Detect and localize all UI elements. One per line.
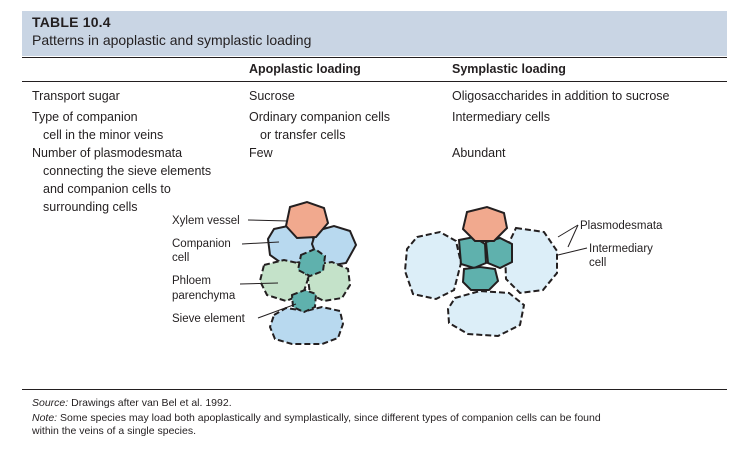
xylem-vessel-cell bbox=[284, 200, 330, 240]
row-label-line: Number of plasmodesmata bbox=[32, 146, 183, 160]
note-label: Note: bbox=[32, 412, 58, 424]
cell-apoplastic-transport-sugar: Sucrose bbox=[249, 87, 295, 105]
xylem-vessel-cell bbox=[461, 205, 509, 242]
footer-rule bbox=[22, 389, 727, 390]
row-label-line: cell in the minor veins bbox=[43, 128, 164, 142]
sieve-element-cell-lower bbox=[268, 305, 345, 345]
cell-symplastic-companion-cell-type: Intermediary cells bbox=[452, 108, 550, 126]
cell-symplastic-transport-sugar: Oligosaccharides in addition to sucrose bbox=[452, 87, 669, 105]
label-phloem-parenchyma-line1: Phloem bbox=[172, 275, 211, 287]
sieve-element-cell bbox=[461, 265, 500, 291]
sieve-element-cell-upper bbox=[296, 247, 327, 278]
cell-apoplastic-companion-cell-type: Ordinary companion cells or transfer cel… bbox=[249, 108, 390, 144]
table-number: TABLE 10.4 bbox=[32, 14, 111, 30]
label-companion-cell-line1: Companion bbox=[172, 238, 231, 250]
row-label-line: Transport sugar bbox=[32, 89, 120, 103]
loading-diagrams: Xylem vessel Companion cell Phloem paren… bbox=[172, 200, 663, 345]
bottom-cell bbox=[446, 289, 526, 338]
column-header-symplastic: Symplastic loading bbox=[452, 62, 566, 76]
table-frame: TABLE 10.4 Patterns in apoplastic and sy… bbox=[22, 11, 727, 444]
note-line: Some species may load both apoplasticall… bbox=[57, 412, 601, 424]
label-plasmodesmata: Plasmodesmata bbox=[580, 220, 663, 232]
source-text: Drawings after van Bel et al. 1992. bbox=[68, 397, 232, 409]
cell-line: Abundant bbox=[452, 146, 506, 160]
row-label-line: connecting the sieve elements bbox=[43, 164, 212, 178]
intermediary-cell-left bbox=[403, 230, 463, 301]
apoplastic-diagram bbox=[258, 200, 358, 345]
note-line: within the veins of a single species. bbox=[32, 424, 197, 437]
leader-plasmodesmata-1 bbox=[557, 224, 579, 238]
leader-plasmodesmata-2 bbox=[567, 224, 579, 248]
leader-xylem bbox=[247, 219, 289, 222]
sieve-element-cell-middle bbox=[290, 288, 318, 314]
column-rule bbox=[22, 81, 727, 82]
source-label: Source: bbox=[32, 397, 69, 409]
companion-cell-right bbox=[484, 236, 513, 270]
cell-line: Sucrose bbox=[249, 89, 295, 103]
leader-companion bbox=[241, 241, 280, 245]
label-sieve-element: Sieve element bbox=[172, 313, 246, 325]
cell-line: Oligosaccharides in addition to sucrose bbox=[452, 89, 670, 103]
leader-sieve bbox=[257, 303, 297, 319]
cell-apoplastic-plasmodesmata-number: Few bbox=[249, 144, 273, 162]
row-label-plasmodesmata-number: Number of plasmodesmata connecting the s… bbox=[32, 144, 211, 216]
cell-line: Intermediary cells bbox=[452, 110, 550, 124]
label-xylem-vessel: Xylem vessel bbox=[172, 215, 240, 227]
row-label-transport-sugar: Transport sugar bbox=[32, 87, 120, 105]
phloem-parenchyma-cell-left bbox=[258, 258, 310, 303]
row-label-line: surrounding cells bbox=[43, 200, 138, 214]
header-rule bbox=[22, 57, 727, 58]
label-companion-cell-line2: cell bbox=[172, 252, 189, 264]
row-label-companion-cell-type: Type of companion cell in the minor vein… bbox=[32, 108, 163, 144]
leader-phloem bbox=[239, 282, 279, 285]
table-title: Patterns in apoplastic and symplastic lo… bbox=[32, 32, 312, 48]
cell-line: or transfer cells bbox=[260, 128, 346, 142]
label-phloem-parenchyma-line2: parenchyma bbox=[172, 290, 236, 302]
column-header-apoplastic: Apoplastic loading bbox=[249, 62, 361, 76]
label-intermediary-cell-line2: cell bbox=[589, 257, 606, 269]
footer-source: Source: Drawings after van Bel et al. 19… bbox=[32, 397, 232, 410]
symplastic-leaders bbox=[557, 224, 588, 256]
cell-line: Few bbox=[249, 146, 273, 160]
footer-note: Note: Some species may load both apoplas… bbox=[32, 412, 601, 437]
row-label-line: Type of companion bbox=[32, 110, 138, 124]
label-intermediary-cell-line1: Intermediary bbox=[589, 243, 653, 255]
symplastic-diagram bbox=[403, 205, 558, 338]
row-label-line: and companion cells to bbox=[43, 182, 171, 196]
table-header: TABLE 10.4 Patterns in apoplastic and sy… bbox=[22, 11, 727, 56]
leader-intermediary bbox=[557, 247, 588, 256]
apoplastic-leaders bbox=[239, 219, 297, 319]
cell-line: Ordinary companion cells bbox=[249, 110, 391, 124]
cell-symplastic-plasmodesmata-number: Abundant bbox=[452, 144, 506, 162]
